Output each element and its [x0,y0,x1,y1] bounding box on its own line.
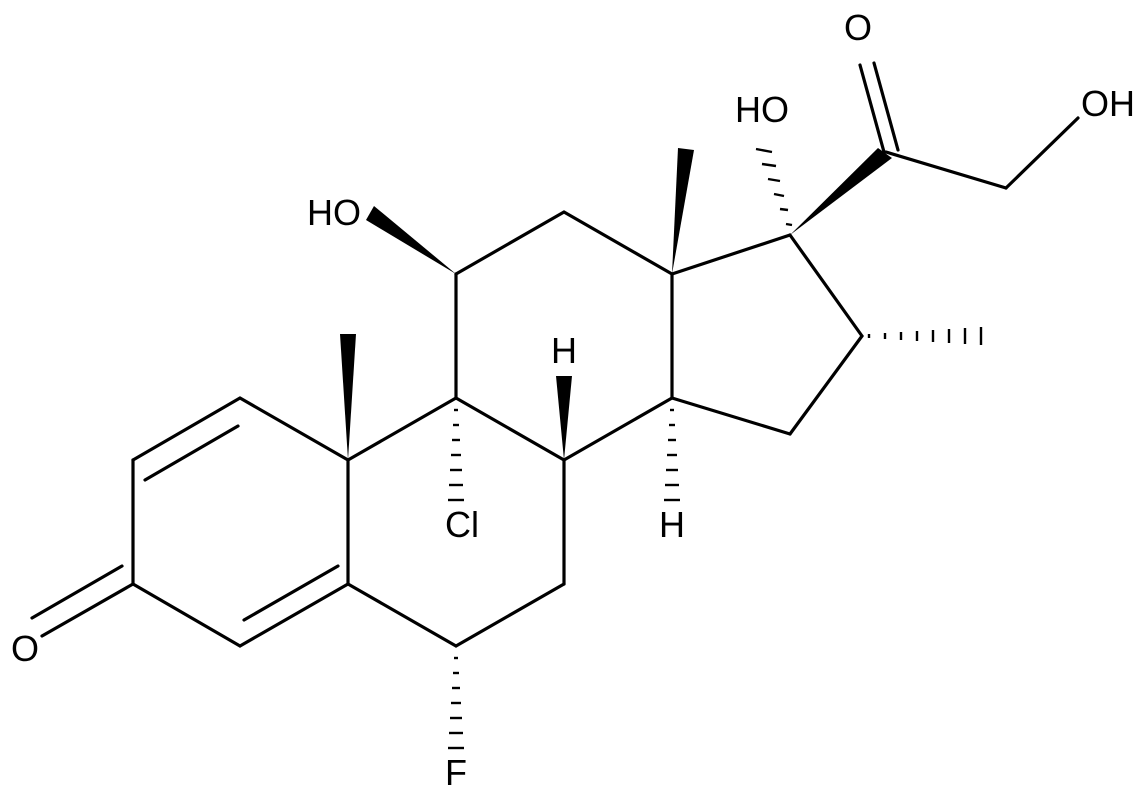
hash-bond-c6-fluorine [448,656,464,750]
wedge-bond-c17-c20 [790,148,892,235]
hash-bond-c16-methyl [867,327,983,345]
wedge-methyl-c13 [672,148,694,274]
hash-bond-c17-hydroxyl [755,147,793,227]
ring-d [670,233,864,436]
label-oh-side-chain: OH [1081,83,1135,124]
side-chain [790,61,1080,235]
ring-c [454,210,674,462]
atom-labels: HO OH O HO O H H Cl F [11,7,1135,793]
ring-b [346,396,566,648]
label-fluorine-c6: F [445,752,467,793]
label-ketone-oxygen-c3: O [11,628,39,669]
hash-bond-c14-hydrogen [664,408,680,502]
stereo-bonds [340,147,983,750]
hash-bond-c9-chlorine [448,408,464,502]
label-chlorine-c9: Cl [445,504,479,545]
wedge-hydroxyl-c11 [366,206,456,274]
wedge-methyl-c10 [340,334,356,460]
label-hydrogen-c14: H [659,504,685,545]
wedge-hydrogen-c8 [556,376,572,460]
label-ketone-oxygen-side-chain: O [844,7,872,48]
label-hydrogen-c8: H [551,330,577,371]
label-oh-c17: HO [735,89,789,130]
ring-a [30,396,350,648]
label-oh-c11: HO [307,192,361,233]
